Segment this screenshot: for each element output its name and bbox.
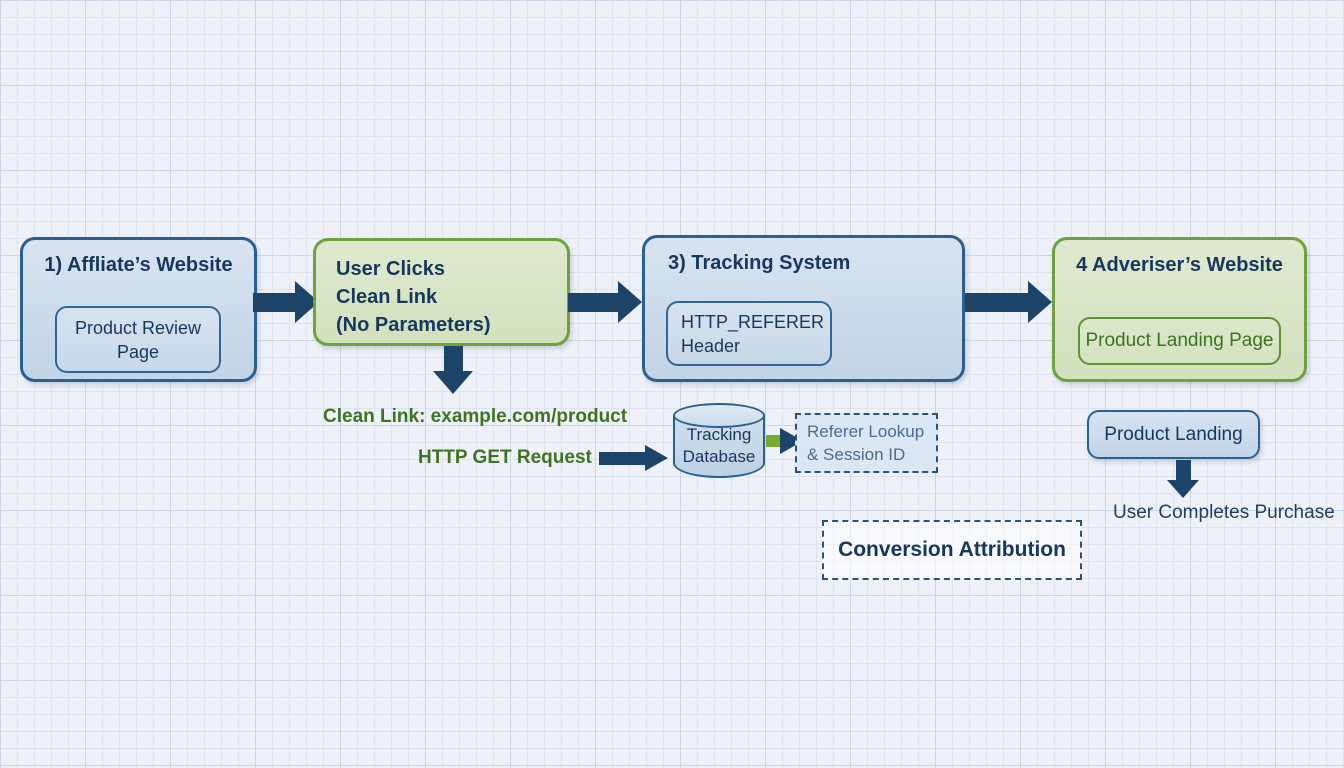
affiliate-website-box: 1) Affliate’s Website Product Review Pag… bbox=[20, 237, 257, 382]
clean-link-url-label: Clean Link: example.com/product bbox=[323, 406, 628, 427]
referer-lookup-box: Referer Lookup & Session ID bbox=[795, 413, 938, 473]
arrow-box1-to-box2 bbox=[253, 293, 297, 312]
database-cylinder-top bbox=[673, 403, 765, 428]
arrow-http-get-to-database bbox=[599, 452, 646, 465]
product-landing-box: Product Landing bbox=[1087, 410, 1260, 459]
arrow-box2-down bbox=[444, 346, 463, 372]
advertiser-website-box: 4 Adveriser’s Website Product Landing Pa… bbox=[1052, 237, 1307, 382]
arrow-product-landing-down bbox=[1176, 460, 1191, 481]
http-referer-header-box: HTTP_REFERER Header bbox=[666, 301, 832, 366]
arrow-box3-to-box4-head bbox=[1028, 281, 1052, 323]
advertiser-website-title: 4 Adveriser’s Website bbox=[1076, 254, 1283, 276]
arrow-product-landing-down-head bbox=[1167, 480, 1199, 498]
user-clicks-clean-link-box: User Clicks Clean Link (No Parameters) bbox=[313, 238, 570, 346]
arrow-http-get-to-database-head bbox=[645, 445, 668, 471]
tracking-system-title: 3) Tracking System bbox=[668, 252, 851, 274]
user-clicks-clean-link-label: User Clicks Clean Link (No Parameters) bbox=[336, 258, 491, 336]
http-get-request-label: HTTP GET Request bbox=[418, 447, 592, 468]
tracking-database-cylinder: Tracking Database bbox=[673, 403, 765, 478]
arrow-database-to-referer bbox=[766, 435, 782, 447]
tracking-system-box: 3) Tracking System HTTP_REFERER Header bbox=[642, 235, 965, 382]
affiliate-website-title: 1) Affliate’s Website bbox=[44, 254, 233, 276]
tracking-database-label: Tracking Database bbox=[682, 425, 756, 466]
conversion-attribution-box: Conversion Attribution bbox=[822, 520, 1082, 580]
product-landing-page-box: Product Landing Page bbox=[1078, 317, 1281, 365]
arrow-box2-to-box3 bbox=[568, 293, 620, 312]
arrow-box2-down-head bbox=[433, 371, 473, 394]
product-review-page-box: Product Review Page bbox=[55, 306, 221, 373]
arrow-box3-to-box4 bbox=[965, 293, 1030, 312]
user-completes-purchase-label: User Completes Purchase bbox=[1113, 502, 1335, 523]
arrow-box2-to-box3-head bbox=[618, 281, 642, 323]
